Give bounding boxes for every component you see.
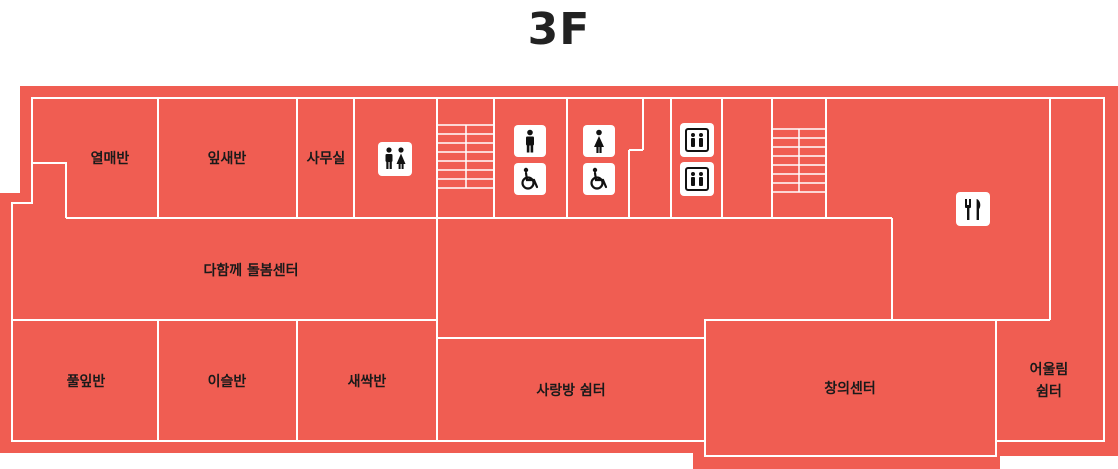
room-sarangbang: 사랑방 쉼터 [536,382,605,399]
room-saessak: 새싹반 [348,373,387,390]
stairs-left [437,124,494,189]
room-eoullim-line2: 쉼터 [1036,384,1062,400]
room-eoullim-line1: 어울림 [1030,361,1069,378]
room-office: 사무실 [307,151,346,167]
floor-title: 3F [527,4,591,55]
room-pullip: 풀잎반 [67,373,106,390]
room-iseul: 이슬반 [208,373,247,390]
restroom-icon [378,142,412,176]
floor-area [0,86,1118,469]
room-yeolmae: 열매반 [91,150,130,167]
wheelchair-icon [583,163,615,195]
restaurant-icon [956,192,990,226]
room-ipsae: 잎새반 [208,150,247,167]
elevator-icon [680,162,714,196]
outer-wall [11,97,1105,457]
wheelchair-icon [514,163,546,195]
male-restroom-icon [514,125,546,157]
elevator-icon [680,123,714,157]
room-changui: 창의센터 [824,380,876,397]
stairs-right [772,128,826,193]
room-care-center: 다함께 돌봄센터 [203,262,298,279]
female-restroom-icon [583,125,615,157]
